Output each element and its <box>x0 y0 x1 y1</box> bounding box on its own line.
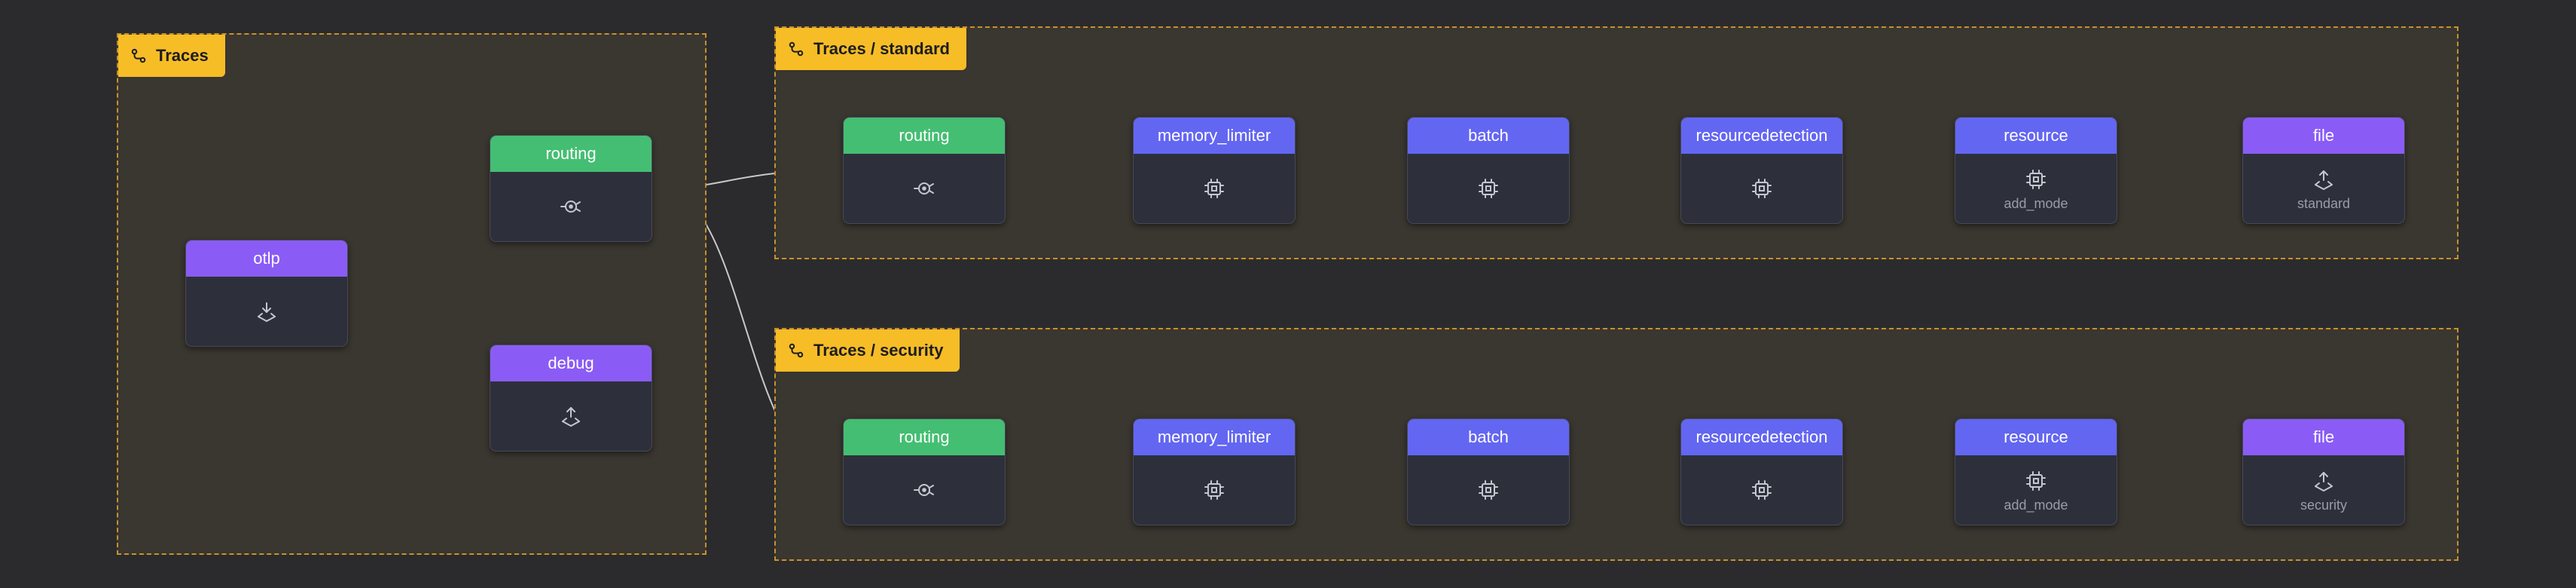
exporter-icon <box>2315 170 2333 190</box>
node-debug[interactable]: debug <box>490 345 652 452</box>
node-security-resourcedetection[interactable]: resourcedetection <box>1680 418 1843 525</box>
group-label: Traces / security <box>813 341 944 360</box>
node-header: routing <box>490 136 652 172</box>
pipeline-icon <box>789 343 804 358</box>
node-label: file <box>2312 126 2335 145</box>
node-header: resource <box>1955 419 2117 455</box>
group-tag-standard[interactable]: Traces / standard <box>776 28 966 70</box>
node-label: memory_limiter <box>1157 427 1271 446</box>
pipeline-icon <box>789 41 804 57</box>
node-header: file <box>2243 419 2404 455</box>
node-label: resourcedetection <box>1695 427 1828 446</box>
node-standard-resource[interactable]: resource add_mode <box>1955 117 2117 224</box>
node-label: batch <box>1468 427 1509 446</box>
node-sublabel: standard <box>2297 195 2351 211</box>
processor-icon <box>1479 179 1498 198</box>
node-standard-memory-limiter[interactable]: memory_limiter <box>1133 117 1296 224</box>
node-standard-routing[interactable]: routing <box>843 117 1006 224</box>
group-traces-standard: Traces / standard <box>774 26 2458 259</box>
group-label: Traces <box>156 46 209 65</box>
node-label: file <box>2312 427 2335 446</box>
processor-icon <box>2026 169 2046 189</box>
node-label: routing <box>899 126 950 145</box>
group-tag-traces[interactable]: Traces <box>118 35 225 77</box>
node-header: batch <box>1408 118 1569 154</box>
receiver-icon <box>258 302 276 322</box>
pipeline-icon <box>131 48 146 63</box>
processor-icon <box>1204 179 1224 198</box>
node-label: batch <box>1468 126 1509 145</box>
node-header: resource <box>1955 118 2117 154</box>
node-sublabel: add_mode <box>2004 195 2068 211</box>
node-header: file <box>2243 118 2404 154</box>
node-header: batch <box>1408 419 1569 455</box>
processor-icon <box>2026 470 2046 491</box>
processor-icon <box>1479 480 1498 500</box>
node-standard-resourcedetection[interactable]: resourcedetection <box>1680 117 1843 224</box>
node-label: resource <box>2004 126 2068 145</box>
node-sublabel: add_mode <box>2004 497 2068 513</box>
node-header: resourcedetection <box>1681 419 1842 455</box>
node-sublabel: security <box>2300 497 2347 513</box>
exporter-icon <box>2315 471 2333 492</box>
node-header: memory_limiter <box>1134 419 1295 455</box>
node-label: routing <box>545 144 597 163</box>
connector-icon <box>914 182 934 194</box>
node-standard-batch[interactable]: batch <box>1407 117 1570 224</box>
node-otlp[interactable]: otlp <box>185 240 348 347</box>
node-header: resourcedetection <box>1681 118 1842 154</box>
node-header: routing <box>844 118 1005 154</box>
processor-icon <box>1204 480 1224 500</box>
node-label: routing <box>899 427 950 446</box>
node-label: resource <box>2004 427 2068 446</box>
node-label: debug <box>548 354 594 372</box>
connector-icon <box>560 201 581 213</box>
exporter-icon <box>562 407 580 427</box>
node-security-file[interactable]: file security <box>2242 418 2405 525</box>
node-header: otlp <box>186 240 347 277</box>
group-tag-security[interactable]: Traces / security <box>776 329 960 372</box>
node-security-resource[interactable]: resource add_mode <box>1955 418 2117 525</box>
connector-icon <box>914 484 934 496</box>
group-label: Traces / standard <box>813 39 950 58</box>
node-security-memory-limiter[interactable]: memory_limiter <box>1133 418 1296 525</box>
node-header: debug <box>490 345 652 381</box>
processor-icon <box>1752 179 1772 198</box>
node-header: memory_limiter <box>1134 118 1295 154</box>
node-standard-file[interactable]: file standard <box>2242 117 2405 224</box>
node-routing[interactable]: routing <box>490 135 652 242</box>
node-security-batch[interactable]: batch <box>1407 418 1570 525</box>
node-label: resourcedetection <box>1695 126 1828 145</box>
group-traces-security: Traces / security <box>774 328 2458 561</box>
node-label: memory_limiter <box>1157 126 1271 145</box>
node-header: routing <box>844 419 1005 455</box>
node-security-routing[interactable]: routing <box>843 418 1006 525</box>
processor-icon <box>1752 480 1772 500</box>
node-label: otlp <box>253 249 280 268</box>
